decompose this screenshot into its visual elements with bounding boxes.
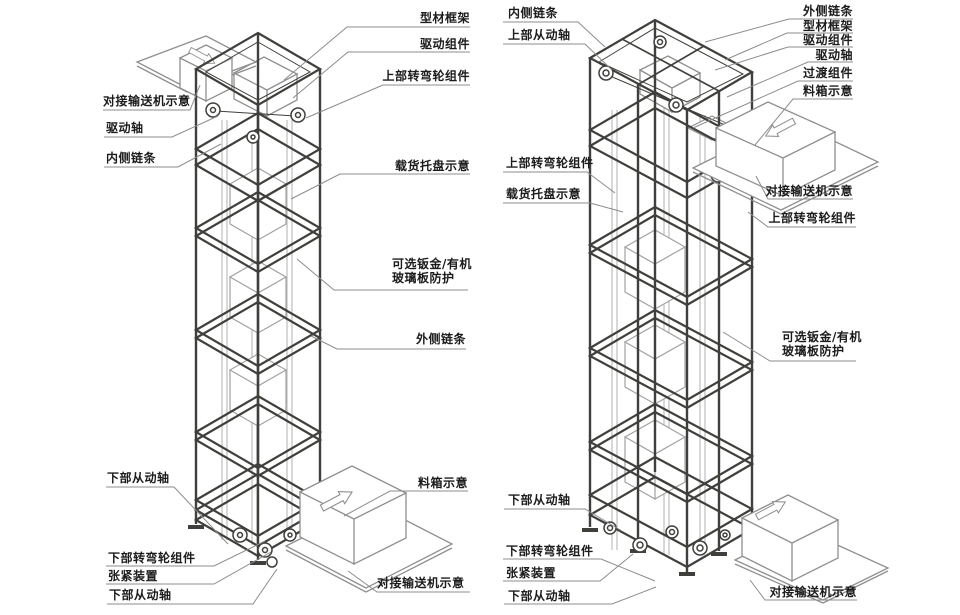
label-right-docking-conveyor-bottom: 对接输送机示意 <box>769 585 857 599</box>
label-right-outer-chain: 外侧链条 <box>802 4 853 18</box>
label-left-material-box: 料箱示意 <box>417 476 468 490</box>
label-right-optional-guard: 可选钣金/有机 玻璃板防护 <box>782 330 862 358</box>
label-right-upper-driven-shaft: 上部从动轴 <box>508 28 571 42</box>
left-turn-wheels <box>205 102 306 568</box>
label-right-tensioner: 张紧装置 <box>506 566 557 580</box>
label-left-lower-driven-shaft-2: 下部从动轴 <box>109 588 172 602</box>
right-top-docking-conveyor <box>691 101 880 215</box>
left-bottom-docking-conveyor <box>284 465 454 593</box>
label-right-cargo-tray: 载货托盘示意 <box>506 187 582 201</box>
guard-line1: 可选钣金/有机 <box>392 257 472 271</box>
label-right-lower-driven-shaft-2: 下部从动轴 <box>508 589 571 603</box>
label-left-cargo-tray: 载货托盘示意 <box>394 159 470 173</box>
right-bottom-docking-conveyor <box>733 494 890 604</box>
label-right-upper-turn-assembly-right: 上部转弯轮组件 <box>768 211 856 225</box>
label-left-tensioner: 张紧装置 <box>108 569 159 583</box>
left-frame-posts <box>194 33 322 560</box>
label-left-inner-chain: 内侧链条 <box>106 151 157 165</box>
label-left-docking-conveyor-bottom: 对接输送机示意 <box>377 576 465 590</box>
label-right-material-box-top: 料箱示意 <box>802 84 853 98</box>
material-box <box>298 465 408 566</box>
guard-line1: 可选钣金/有机 <box>782 330 862 344</box>
label-left-drive-shaft: 驱动轴 <box>106 121 144 135</box>
left-top-docking-conveyor <box>135 35 258 103</box>
label-left-drive-assembly: 驱动组件 <box>419 37 470 51</box>
label-right-lower-driven-shaft-1: 下部从动轴 <box>508 493 571 507</box>
material-box <box>714 101 837 198</box>
label-right-drive-assembly: 驱动组件 <box>802 33 853 47</box>
right-top-face-rails <box>597 27 745 103</box>
left-elevator-drawing <box>135 31 454 593</box>
label-left-docking-conveyor-top: 对接输送机示意 <box>103 94 191 108</box>
label-left-lower-turn-assembly: 下部转弯轮组件 <box>108 551 196 565</box>
label-right-profile-frame: 型材框架 <box>802 19 853 33</box>
guard-line2: 玻璃板防护 <box>392 271 455 285</box>
label-right-lower-turn-assembly: 下部转弯轮组件 <box>506 544 594 558</box>
guard-line2: 玻璃板防护 <box>782 344 845 358</box>
label-right-drive-shaft: 驱动轴 <box>815 48 853 62</box>
label-right-inner-chain: 内侧链条 <box>508 6 559 20</box>
label-right-docking-conveyor-top: 对接输送机示意 <box>765 184 853 198</box>
label-left-outer-chain: 外侧链条 <box>415 332 466 346</box>
label-left-profile-frame: 型材框架 <box>419 11 470 25</box>
label-left-lower-driven-shaft-1: 下部从动轴 <box>107 471 170 485</box>
callout-leader-lines <box>103 18 857 605</box>
right-elevator-drawing <box>582 18 890 604</box>
label-left-optional-guard: 可选钣金/有机 玻璃板防护 <box>392 257 472 285</box>
label-right-transition-assembly: 过渡组件 <box>802 66 853 80</box>
label-left-upper-turn-assembly: 上部转弯轮组件 <box>382 69 470 83</box>
label-right-upper-turn-assembly-left: 上部转弯轮组件 <box>506 156 594 170</box>
